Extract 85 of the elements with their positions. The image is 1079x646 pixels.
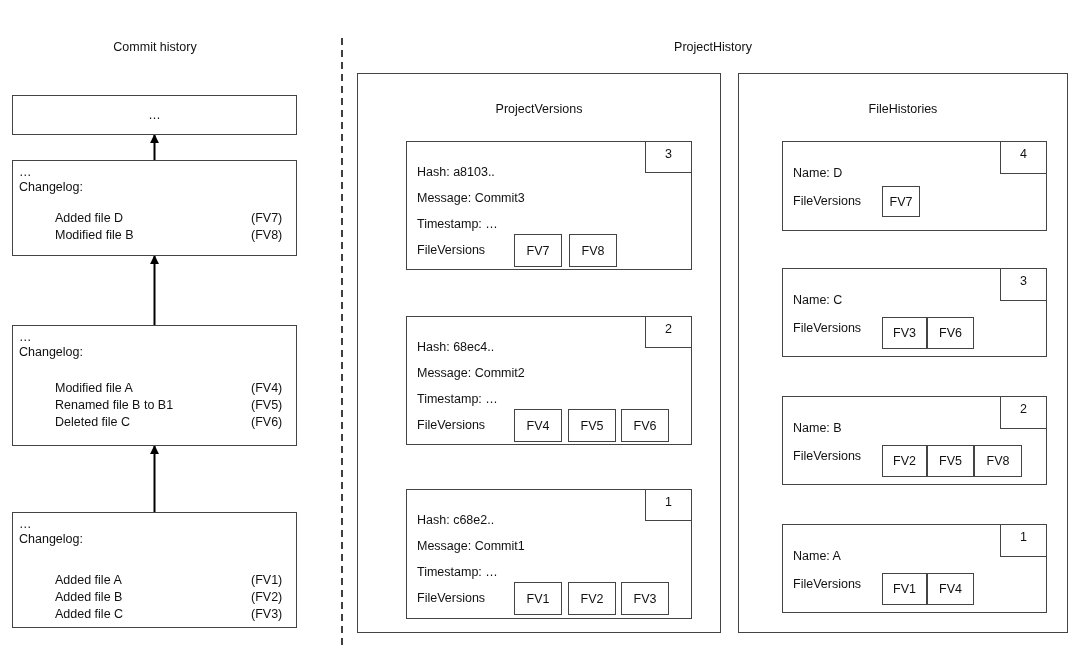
field-text: FileVersions [417, 418, 486, 433]
file-version-tag: FV7 [514, 234, 562, 267]
field-text: Hash: c68e2.. [417, 513, 495, 528]
field-text: Name: A [793, 549, 841, 564]
file-version-ref: (FV7) [251, 211, 283, 226]
file-version-ref: (FV5) [251, 398, 283, 413]
change-entry: Added file D [55, 211, 124, 226]
commit-box [12, 512, 297, 628]
file-version-tag: FV1 [882, 573, 927, 605]
field-text: Timestamp: … [417, 392, 498, 407]
field-text: FileVersions [793, 194, 862, 209]
file-version-tag: FV5 [927, 445, 974, 477]
field-text: FileVersions [417, 243, 486, 258]
ellipsis-text: … [19, 330, 32, 345]
arrow [150, 445, 159, 513]
container-panel [357, 73, 721, 633]
field-text: Name: B [793, 421, 842, 436]
change-entry: Modified file A [55, 381, 133, 396]
index-number: 2 [1000, 396, 1047, 429]
project-version-card [406, 489, 692, 619]
change-entry: Added file C [55, 607, 124, 622]
commit-box [12, 325, 297, 446]
change-entry: Added file B [55, 590, 123, 605]
ellipsis-text: … [19, 517, 32, 532]
changelog-heading: Changelog: [19, 345, 83, 360]
file-history-card [782, 524, 1047, 613]
field-text: Message: Commit3 [417, 191, 525, 206]
change-entry: Renamed file B to B1 [55, 398, 174, 413]
container-panel [738, 73, 1068, 633]
project-version-card [406, 141, 692, 270]
index-number: 1 [645, 489, 692, 521]
arrow [150, 255, 159, 326]
field-text: Message: Commit1 [417, 539, 525, 554]
file-history-card [782, 141, 1047, 231]
field-text: Message: Commit2 [417, 366, 525, 381]
changelog-heading: Changelog: [19, 532, 83, 547]
section-heading: ProjectHistory [674, 40, 752, 54]
field-text: FileVersions [793, 577, 862, 592]
ellipsis-text: … [19, 165, 32, 180]
field-text: FileVersions [793, 321, 862, 336]
file-version-ref: (FV3) [251, 607, 283, 622]
index-number: 2 [645, 316, 692, 348]
file-version-tag: FV7 [882, 186, 920, 217]
changelog-heading: Changelog: [19, 180, 83, 195]
file-version-ref: (FV6) [251, 415, 283, 430]
arrow [150, 134, 159, 161]
file-version-ref: (FV1) [251, 573, 283, 588]
file-version-tag: FV2 [568, 582, 616, 615]
file-version-tag: FV3 [882, 317, 927, 349]
section-heading: Commit history [113, 40, 197, 54]
file-version-tag: FV2 [882, 445, 927, 477]
commit-box [12, 160, 297, 256]
field-text: Hash: a8103.. [417, 165, 495, 180]
commit-box: … [12, 95, 297, 135]
file-version-ref: (FV8) [251, 228, 283, 243]
field-text: Timestamp: … [417, 565, 498, 580]
file-history-card [782, 268, 1047, 357]
file-version-tag: FV6 [621, 409, 669, 442]
field-text: Timestamp: … [417, 217, 498, 232]
field-text: FileVersions [417, 591, 486, 606]
file-version-tag: FV3 [621, 582, 669, 615]
index-number: 4 [1000, 141, 1047, 174]
file-version-ref: (FV2) [251, 590, 283, 605]
field-text: Hash: 68ec4.. [417, 340, 495, 355]
file-version-tag: FV8 [974, 445, 1022, 477]
file-version-tag: FV4 [514, 409, 562, 442]
change-entry: Added file A [55, 573, 122, 588]
file-version-tag: FV5 [568, 409, 616, 442]
panel-title: FileHistories [867, 102, 939, 117]
field-text: Name: C [793, 293, 843, 308]
project-version-card [406, 316, 692, 445]
file-version-tag: FV1 [514, 582, 562, 615]
index-number: 3 [645, 141, 692, 173]
index-number: 3 [1000, 268, 1047, 301]
index-number: 1 [1000, 524, 1047, 557]
file-version-tag: FV6 [927, 317, 974, 349]
file-history-card [782, 396, 1047, 485]
file-version-tag: FV4 [927, 573, 974, 605]
field-text: Name: D [793, 166, 843, 181]
panel-title: ProjectVersions [494, 102, 584, 117]
file-version-ref: (FV4) [251, 381, 283, 396]
change-entry: Deleted file C [55, 415, 131, 430]
file-version-tag: FV8 [569, 234, 617, 267]
change-entry: Modified file B [55, 228, 134, 243]
field-text: FileVersions [793, 449, 862, 464]
